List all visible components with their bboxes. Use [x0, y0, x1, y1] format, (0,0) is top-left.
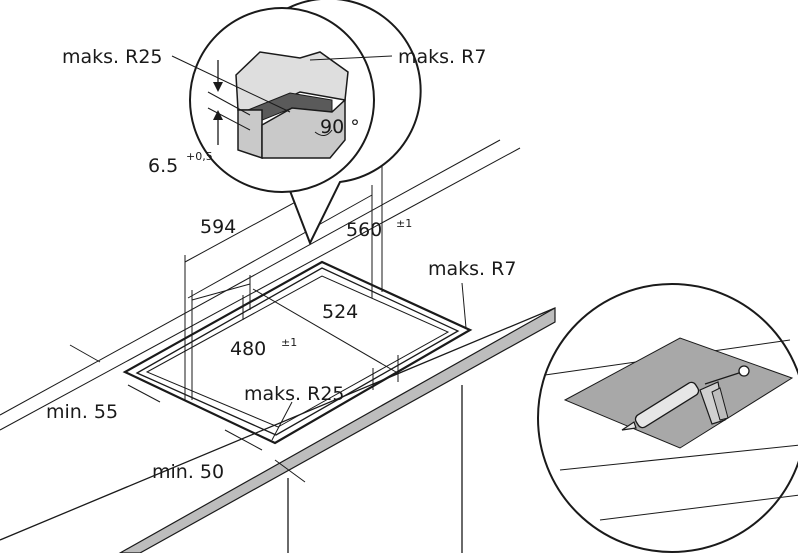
cutout-rim [145, 275, 450, 428]
label-depth-inner-tolerance: ±1 [281, 336, 297, 349]
label-width-cutout: 524 [322, 301, 358, 323]
label-depth-inner: 480 [230, 338, 266, 360]
detail-magnifier [171, 0, 422, 246]
inset-arrowhead-up [213, 110, 223, 120]
sealant-worktop-edge-2 [559, 444, 798, 471]
cutout-inner-outline [135, 267, 460, 436]
sealant-worktop-edge-3 [599, 494, 798, 521]
worktop-back-edge-2 [0, 147, 521, 431]
sealant-inset [537, 283, 798, 553]
label-corner-radius-front: maks. R25 [244, 383, 345, 405]
sealant-gun-icon [621, 365, 750, 431]
label-min-side: min. 55 [46, 401, 118, 423]
dim-560-line [187, 194, 373, 299]
label-corner-radius-right: maks. R7 [428, 258, 516, 280]
dimension-lines [69, 145, 467, 483]
inset-block-side-left [237, 109, 263, 160]
label-inset-angle: 90 ° [320, 116, 360, 138]
leader-r7-right [461, 282, 467, 329]
worktop [0, 139, 556, 554]
dim-min50-right [274, 459, 306, 483]
label-min-front: min. 50 [152, 461, 224, 483]
cutout [122, 260, 473, 445]
dim-480-line [252, 288, 397, 373]
label-inset-depth: 6.5 [148, 155, 178, 177]
labels: maks. R25 maks. R7 90 ° 6.5 +0,5 594 560… [46, 46, 516, 483]
dim-524-line [191, 283, 251, 301]
label-depth-cutout-tolerance: ±1 [396, 217, 412, 230]
leader-r7-inset [309, 55, 393, 61]
label-inset-depth-tolerance: +0,5 [186, 150, 213, 163]
dim-min50-left [224, 429, 263, 451]
inset-arrowhead-down [213, 82, 223, 92]
leader-r25-front [271, 401, 293, 441]
inset-depth-line-1 [207, 91, 251, 116]
inset-depth-line-2 [207, 107, 251, 131]
dim-min55-top [69, 344, 101, 363]
cutout-outer-outline [122, 260, 473, 445]
label-inset-radius-large: maks. R25 [62, 46, 163, 68]
label-inset-radius-small: maks. R7 [398, 46, 486, 68]
dim-min55-bottom [127, 384, 161, 403]
label-width-outer: 594 [200, 216, 236, 238]
inset-angle-arc [314, 129, 333, 136]
worktop-front-top-edge [0, 307, 556, 541]
leader-r25-inset [171, 55, 291, 113]
label-depth-cutout: 560 [346, 219, 382, 241]
inset-block-side-right [261, 98, 346, 159]
